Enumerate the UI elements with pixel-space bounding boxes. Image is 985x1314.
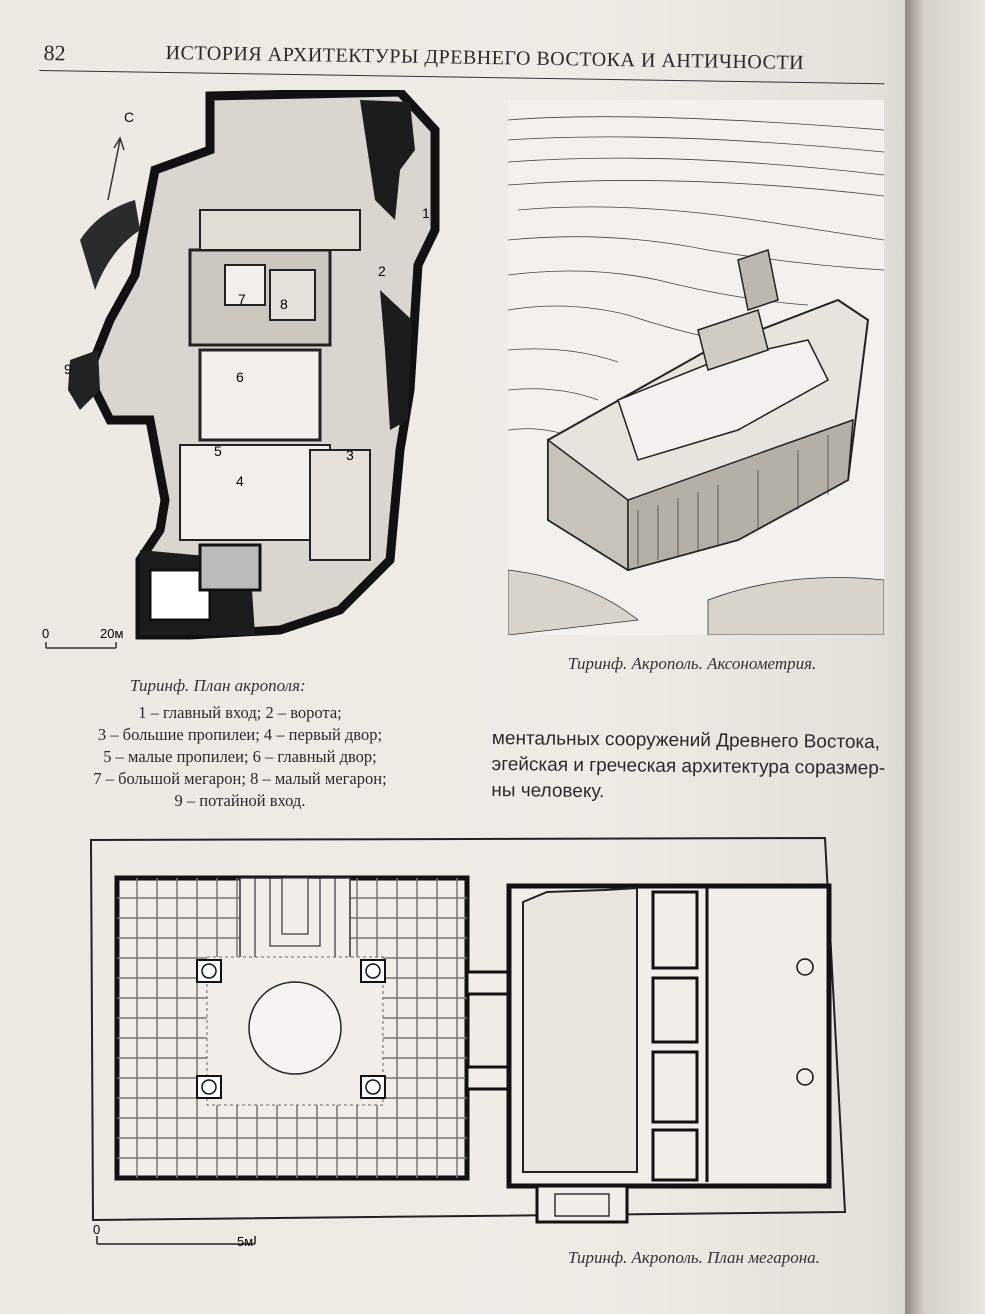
plan-number-4: 4: [236, 473, 244, 489]
plan-number-7: 7: [238, 291, 246, 307]
megaron-scale-zero: 0: [93, 1222, 100, 1237]
body-line: ны человеку.: [491, 779, 605, 803]
legend-line: 9 – потайной вход.: [174, 791, 306, 810]
acropolis-plan-drawing: С 1 2 3 4 5 6 7 8 9 0 20м: [42, 90, 440, 649]
legend-line: 1 – главный вход; 2 – ворота;: [138, 703, 342, 722]
axonometry-caption: Тиринф. Акрополь. Аксонометрия.: [568, 654, 817, 673]
running-title: ИСТОРИЯ АРХИТЕКТУРЫ ДРЕВНЕГО ВОСТОКА И А…: [165, 41, 805, 75]
plan-number-2: 2: [378, 263, 386, 279]
legend-line: 5 – малые пропилеи; 6 – главный двор;: [103, 747, 377, 766]
plan-number-5: 5: [214, 443, 222, 459]
megaron-scale-end: 5м: [237, 1234, 253, 1249]
plan-scale-end: 20м: [100, 626, 123, 641]
plan-number-3: 3: [346, 447, 354, 463]
megaron-plan-drawing: 0 5м: [89, 836, 847, 1249]
legend-line: 7 – большой мегарон; 8 – малый мегарон;: [93, 769, 387, 788]
legend-line: 3 – большие пропилеи; 4 – первый двор;: [97, 725, 383, 744]
plan-number-9: 9: [64, 361, 72, 377]
axonometry-drawing: [508, 116, 884, 635]
page-number: 82: [43, 40, 66, 66]
body-paragraph: ментальных сооружений Древнего Востока, …: [491, 726, 922, 808]
plan-legend: 1 – главный вход; 2 – ворота; 3 – больши…: [40, 702, 440, 812]
north-label: С: [124, 109, 134, 125]
megaron-plan-figure: 0 5м: [85, 832, 865, 1252]
adjacent-page-edge: [905, 0, 985, 1314]
acropolis-plan-figure: С 1 2 3 4 5 6 7 8 9 0 20м: [40, 90, 460, 660]
plan-number-8: 8: [280, 296, 288, 312]
megaron-caption: Тиринф. Акрополь. План мегарона.: [568, 1248, 820, 1267]
north-arrow-icon: [107, 139, 121, 201]
plan-caption: Тиринф. План акрополя:: [130, 676, 306, 695]
axonometry-figure: [508, 100, 884, 635]
plan-number-6: 6: [236, 369, 244, 385]
plan-scale-zero: 0: [42, 626, 49, 641]
plan-number-1: 1: [422, 205, 430, 221]
